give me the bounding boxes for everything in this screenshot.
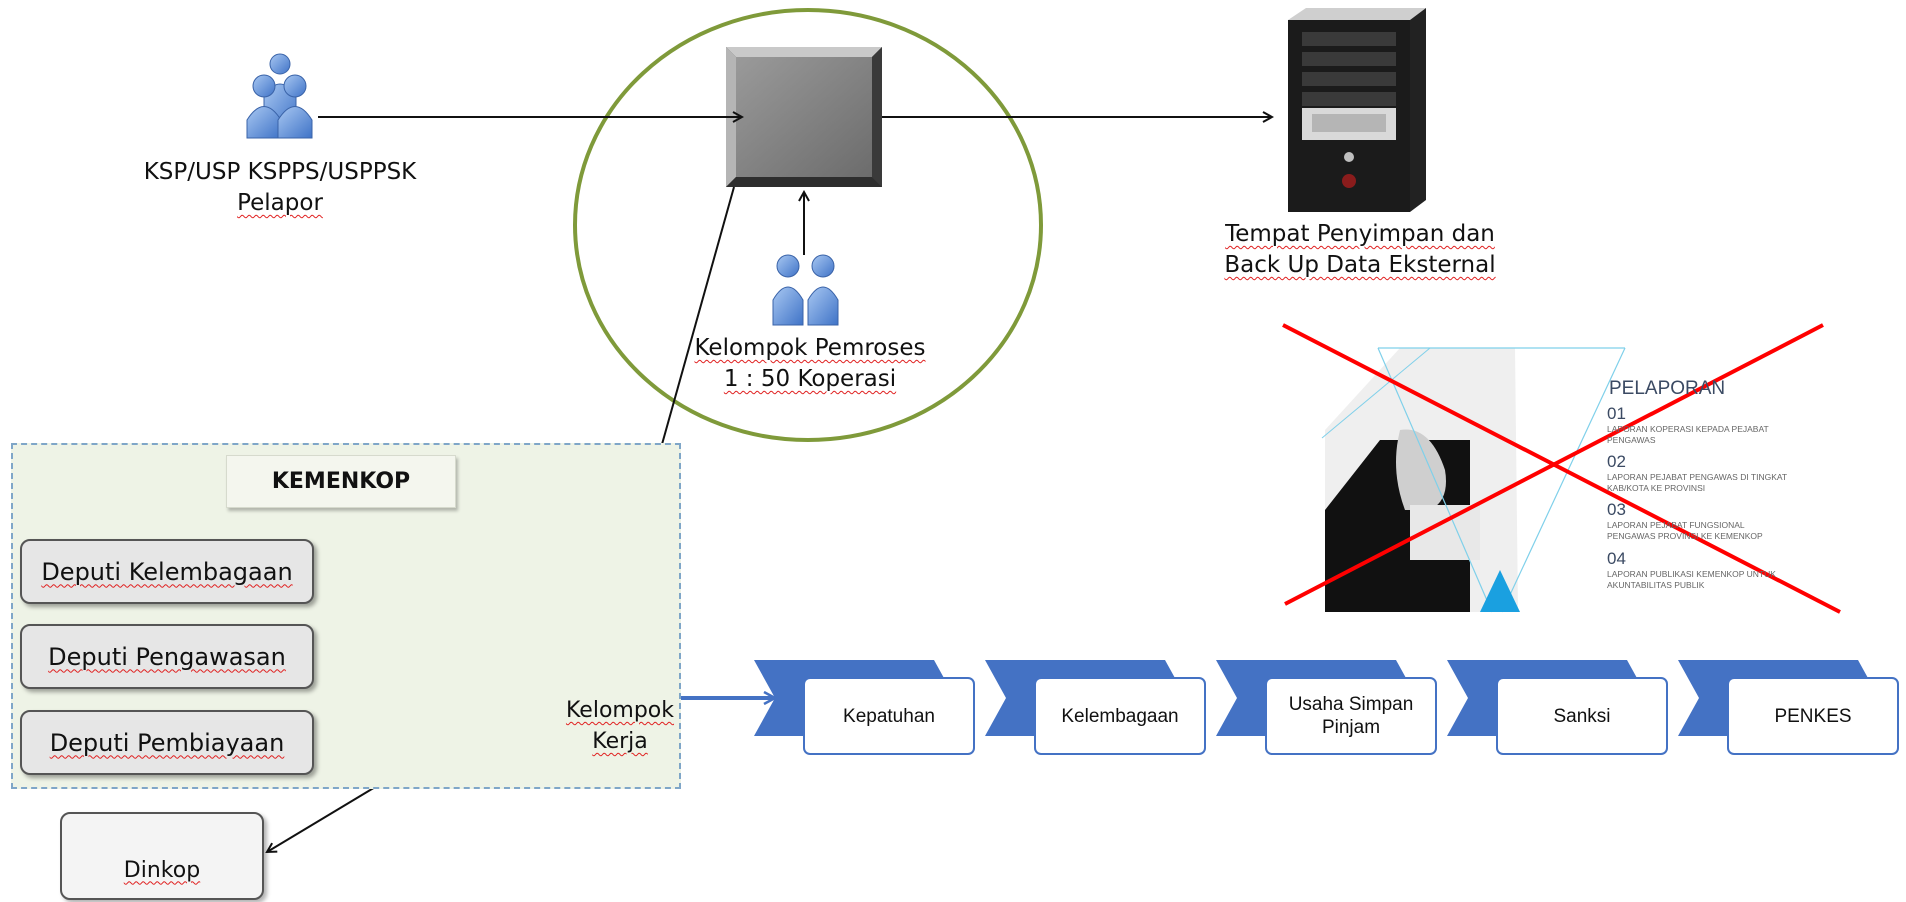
slide-item-02-num: 02 bbox=[1607, 452, 1626, 471]
slide-item-01-text: LAPORAN KOPERASI KEPADA PEJABAT PENGAWAS bbox=[1607, 424, 1769, 445]
kerja-label-line2: Kerja bbox=[592, 729, 648, 754]
pemroses-label-line2: 1 : 50 Koperasi bbox=[723, 366, 897, 392]
processing-circle bbox=[573, 8, 1043, 442]
deputi-pembiayaan-label: Deputi Pembiayaan bbox=[49, 728, 285, 757]
process-step-kepatuhan: Kepatuhan bbox=[803, 677, 975, 755]
deputi-pengawasan-box: Deputi Pengawasan bbox=[20, 624, 314, 689]
cross-line-2 bbox=[1284, 323, 1824, 606]
slide-item-04: 04 LAPORAN PUBLIKASI KEMENKOP UNTUK AKUN… bbox=[1607, 549, 1792, 591]
slide-item-02: 02 LAPORAN PEJABAT PENGAWAS DI TINGKAT K… bbox=[1607, 452, 1792, 494]
storage-label-line1: Tempat Penyimpan dan bbox=[1225, 221, 1495, 247]
storage-computer-icon bbox=[1288, 8, 1426, 212]
slide-item-01-num: 01 bbox=[1607, 404, 1626, 423]
pelapor-group-icon bbox=[246, 53, 313, 139]
slide-item-03-text: LAPORAN PEJABAT FUNGSIONAL PENGAWAS PROV… bbox=[1607, 520, 1763, 541]
kemenkop-title: KEMENKOP bbox=[226, 455, 456, 508]
pemroses-label-line1: Kelompok Pemroses bbox=[694, 335, 926, 361]
deputi-kelembagaan-label: Deputi Kelembagaan bbox=[41, 557, 293, 586]
slide-item-02-text: LAPORAN PEJABAT PENGAWAS DI TINGKAT KAB/… bbox=[1607, 472, 1787, 493]
slide-item-03-num: 03 bbox=[1607, 500, 1626, 519]
pemroses-group-icon bbox=[772, 254, 839, 326]
kerja-label: Kelompok Kerja bbox=[540, 695, 700, 757]
deputi-pembiayaan-box: Deputi Pembiayaan bbox=[20, 710, 314, 775]
process-step-kelembagaan: Kelembagaan bbox=[1034, 677, 1206, 755]
slide-title: PELAPORAN bbox=[1609, 378, 1726, 399]
slide-item-04-num: 04 bbox=[1607, 549, 1626, 568]
process-step-sanksi: Sanksi bbox=[1496, 677, 1668, 755]
slide-item-01: 01 LAPORAN KOPERASI KEPADA PEJABAT PENGA… bbox=[1607, 404, 1792, 446]
storage-label-line2: Back Up Data Eksternal bbox=[1224, 252, 1496, 278]
processing-server-box bbox=[726, 47, 882, 187]
slide-item-04-text: LAPORAN PUBLIKASI KEMENKOP UNTUK AKUNTAB… bbox=[1607, 569, 1776, 590]
pelapor-label: KSP/USP KSPPS/USPPSK Pelapor bbox=[120, 157, 440, 219]
pelapor-label-line2: Pelapor bbox=[237, 190, 323, 216]
process-step-penkes: PENKES bbox=[1727, 677, 1899, 755]
pemroses-label: Kelompok Pemroses 1 : 50 Koperasi bbox=[680, 333, 940, 395]
deputi-pengawasan-label: Deputi Pengawasan bbox=[48, 642, 286, 671]
cross-line-1 bbox=[1282, 323, 1841, 614]
pelapor-label-line1: KSP/USP KSPPS/USPPSK bbox=[143, 159, 417, 185]
storage-label: Tempat Penyimpan dan Back Up Data Ekster… bbox=[1205, 219, 1515, 281]
slide-item-03: 03 LAPORAN PEJABAT FUNGSIONAL PENGAWAS P… bbox=[1607, 500, 1792, 542]
dinkop-label: Dinkop bbox=[123, 857, 201, 883]
process-step-usaha-simpan-pinjam: Usaha Simpan Pinjam bbox=[1265, 677, 1437, 755]
kerja-label-line1: Kelompok bbox=[565, 698, 675, 723]
deputi-kelembagaan-box: Deputi Kelembagaan bbox=[20, 539, 314, 604]
dinkop-box: Dinkop bbox=[60, 812, 264, 900]
